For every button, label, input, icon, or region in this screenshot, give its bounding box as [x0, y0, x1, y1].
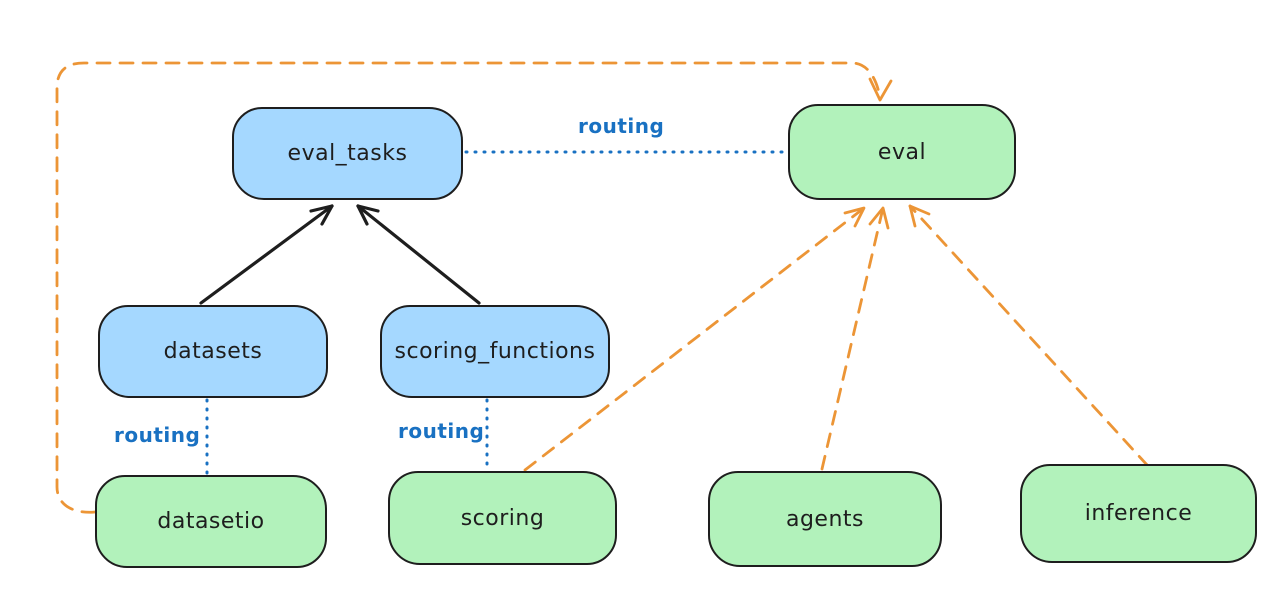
- edge-scoring-functions-to-eval-tasks-arrow: [356, 204, 481, 305]
- node-datasets-label: datasets: [163, 339, 263, 364]
- routing-label-scoring-functions-scoring: routing: [398, 419, 485, 443]
- edge-datasetio-to-eval-arrow: [55, 61, 893, 514]
- edge-datasets-to-eval-tasks-arrow: [199, 204, 334, 305]
- node-datasetio: datasetio: [95, 475, 327, 568]
- node-scoring: scoring: [388, 471, 617, 565]
- node-scoring-functions-label: scoring_functions: [394, 339, 596, 364]
- node-agents-label: agents: [785, 506, 864, 532]
- edge-scoring-to-eval-arrow: [523, 206, 866, 472]
- node-eval-tasks: eval_tasks: [232, 107, 463, 200]
- routing-label-datasets-datasetio: routing: [114, 423, 201, 447]
- edge-agents-to-eval-arrow: [820, 206, 890, 471]
- node-inference-label: inference: [1084, 501, 1193, 526]
- node-scoring-functions: scoring_functions: [380, 305, 610, 398]
- node-eval: eval: [788, 104, 1016, 200]
- node-datasets: datasets: [98, 305, 328, 398]
- node-agents: agents: [708, 471, 942, 567]
- routing-label-eval-tasks-eval: routing: [578, 114, 665, 138]
- edge-inference-to-eval-arrow: [908, 204, 1150, 468]
- node-eval-tasks-label: eval_tasks: [287, 141, 408, 166]
- node-datasetio-label: datasetio: [157, 509, 265, 534]
- node-eval-label: eval: [877, 139, 927, 165]
- node-scoring-label: scoring: [460, 505, 545, 531]
- node-inference: inference: [1020, 464, 1257, 563]
